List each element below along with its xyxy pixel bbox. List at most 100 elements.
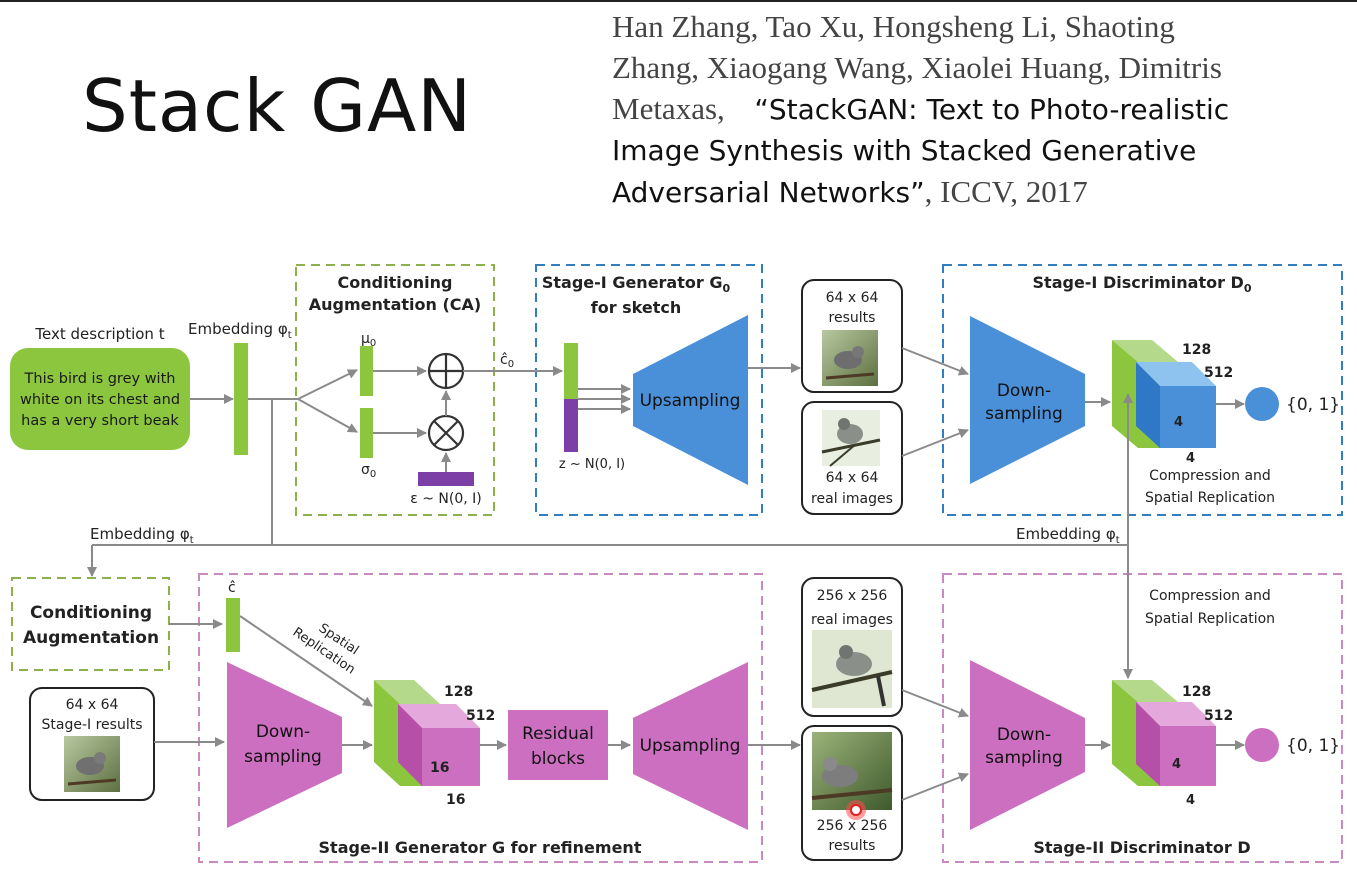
embedding-label-sub: t [288, 330, 292, 341]
cube1-top-label: 128 [1182, 342, 1211, 358]
cube3-right-label: 512 [1204, 708, 1233, 724]
stage1-feature-cube [1112, 340, 1216, 448]
cube2-right-label: 512 [466, 708, 495, 724]
epsilon-label: ε ~ N(0, I) [410, 491, 482, 507]
results-64-label-line1: 64 x 64 [826, 290, 879, 306]
embedding-left-text: Embedding φ [90, 525, 190, 543]
stage1-gen-title-text: Stage-I Generator G [542, 273, 723, 292]
citation-paper-title-line2: Image Synthesis with Stacked Generative [612, 134, 1197, 167]
cube2-depth-label: 16 [430, 760, 449, 776]
stage1-disc-title: Stage-I Discriminator D0 [1033, 273, 1252, 295]
stage1-results-line1: 64 x 64 [66, 697, 119, 713]
stage1-disc-title-sub: 0 [1244, 282, 1252, 295]
mu-bar [360, 346, 373, 396]
stage1-discriminator-group-box [942, 264, 1343, 516]
stage1-upsampling-block [633, 315, 748, 485]
cube3-depth-label: 4 [1172, 757, 1181, 772]
stage1-upsampling-label: Upsampling [640, 391, 741, 411]
c0-label-sub: 0 [508, 359, 514, 370]
stage2-output-node [1245, 728, 1279, 762]
arrow-to-sigma [297, 398, 358, 433]
stage2-generator-title: Stage-II Generator G for refinement [319, 838, 642, 857]
citation-paper-title-line1: “StackGAN: Text to Photo-realistic [754, 93, 1230, 126]
arrow-results-to-disc [901, 347, 969, 376]
c0-label: ĉ0 [500, 352, 514, 370]
mu-label-text: μ [361, 331, 370, 347]
residual-blocks [508, 710, 608, 780]
sigma-label: σ0 [361, 462, 376, 480]
arrow-real-to-disc [901, 428, 969, 457]
slide-title: Stack GAN [82, 64, 473, 148]
z-bar [564, 399, 578, 452]
citation-line3: Metaxas, “StackGAN: Text to Photo-realis… [612, 88, 1352, 130]
cube2-top-label: 128 [444, 684, 473, 700]
c0-bar [564, 343, 578, 399]
text-description-line3: has a very short beak [21, 413, 179, 429]
cursor-pointer-icon [846, 800, 866, 820]
embedding-right-sub: t [1116, 535, 1120, 546]
stage2-disc-feature-cube [1112, 680, 1216, 786]
text-description-line1: This bird is grey with [24, 371, 176, 387]
embedding-bar [234, 343, 248, 455]
results-64-label-line2: results [829, 310, 876, 326]
sigma-label-text: σ [361, 462, 370, 478]
stage1-downsampling-label-line2: sampling [985, 404, 1063, 424]
cube3-bottom-label: 4 [1186, 793, 1195, 808]
stage1-gen-title-line1: Stage-I Generator G0 [542, 273, 731, 295]
c0-label-text: ĉ [500, 352, 508, 368]
compression1-line2: Spatial Replication [1145, 490, 1275, 506]
stage2-discriminator-title: Stage-II Discriminator D [1033, 838, 1250, 857]
results-256-label-line1: 256 x 256 [817, 818, 888, 834]
citation-authors-line3: Metaxas, [612, 91, 725, 126]
ca2-group-box [11, 577, 170, 671]
results-64-bird-image [822, 330, 878, 386]
results-256-bird-image [811, 732, 893, 810]
stage2-disc-downsampling-line1: Down- [997, 725, 1051, 745]
stage1-downsampling-block [970, 316, 1085, 484]
cube2-bottom-label: 16 [446, 792, 465, 808]
cube3-top-label: 128 [1182, 684, 1211, 700]
stage2-downsampling-label-line1: Down- [256, 722, 310, 742]
mu-label-sub: 0 [370, 338, 376, 349]
stage1-disc-title-text: Stage-I Discriminator D [1033, 273, 1244, 292]
sigma-bar [360, 408, 373, 458]
embedding-label-top: Embedding φt [188, 320, 292, 341]
stage2-upsampling-block [633, 662, 748, 830]
top-border-line [0, 0, 1357, 2]
stage1-gen-title-sub: 0 [722, 282, 730, 295]
real-256-label-line1: 256 x 256 [817, 588, 888, 604]
real-64-label-line2: real images [811, 491, 893, 507]
embedding-right-label: Embedding φt [1016, 525, 1120, 546]
c-hat-label: ĉ [228, 580, 236, 596]
z-label: z ~ N(0, I) [559, 457, 625, 472]
cube1-bottom-label: 4 [1186, 451, 1195, 466]
citation-authors-line2: Zhang, Xiaogang Wang, Xiaolei Huang, Dim… [612, 50, 1222, 85]
mu-label: μ0 [361, 331, 376, 349]
stage1-results-bird-image [64, 736, 120, 792]
plus-operator-icon [427, 352, 465, 390]
embedding-left-label: Embedding φt [90, 525, 194, 546]
real-256-label-line2: real images [811, 612, 893, 628]
arrow-results256-to-disc [901, 772, 969, 801]
citation-venue: , ICCV, 2017 [924, 174, 1088, 209]
ca-title-line1: Conditioning [338, 273, 453, 292]
stage2-downsampling-label-line2: sampling [244, 747, 322, 767]
stage1-downsampling-label-line1: Down- [997, 381, 1051, 401]
citation-line5: Adversarial Networks”, ICCV, 2017 [612, 171, 1352, 213]
citation-paper-title-line3: Adversarial Networks” [612, 176, 925, 209]
stage1-results-line2: Stage-I results [42, 717, 143, 733]
stage2-output-label: {0, 1} [1286, 736, 1340, 756]
stage1-gen-title-line2: for sketch [591, 298, 682, 317]
real-64-bird-image [821, 410, 881, 467]
stage2-downsampling-block [227, 662, 342, 828]
ca-title-line2: Augmentation (CA) [309, 295, 481, 314]
stage1-output-node [1245, 387, 1279, 421]
arrow-spatial-replication [239, 615, 373, 707]
real-64-label-line1: 64 x 64 [826, 470, 879, 486]
stage2-disc-downsampling-line2: sampling [985, 748, 1063, 768]
stage1-output-label: {0, 1} [1286, 395, 1340, 415]
cube1-depth-label: 4 [1174, 415, 1183, 430]
results-256-label-line2: results [829, 838, 876, 854]
compression1-line1: Compression and [1149, 468, 1271, 484]
